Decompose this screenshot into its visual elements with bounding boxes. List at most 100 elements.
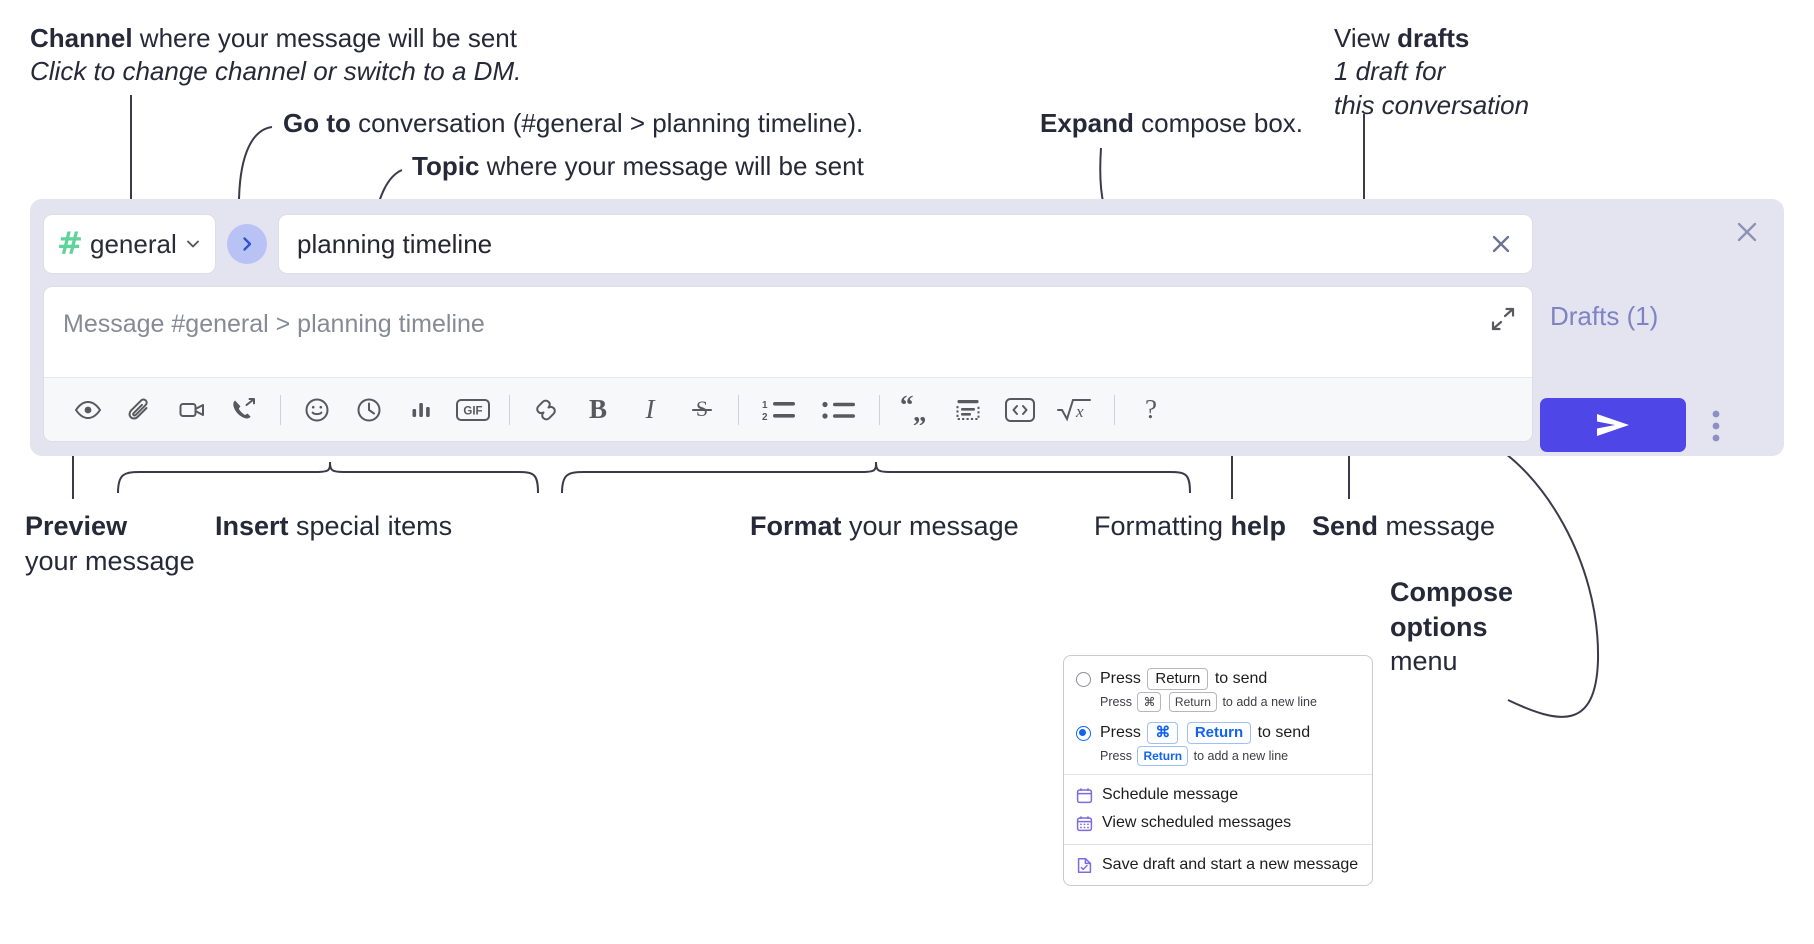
annotation-goto-bold: Go to <box>283 108 351 138</box>
send-option-return[interactable]: Press Return to send <box>1064 666 1372 690</box>
key-return: Return <box>1186 722 1252 744</box>
gif-icon: GIF <box>456 398 490 421</box>
strikethrough-button[interactable]: S <box>676 387 728 433</box>
annotation-send-rest: message <box>1378 511 1496 541</box>
annotation-topic: Topic where your message will be sent <box>412 150 864 183</box>
annotation-help-bold: help <box>1230 511 1287 541</box>
square-root-icon: x <box>1057 398 1091 422</box>
question-mark-icon: ? <box>1145 394 1157 424</box>
phone-forward-icon <box>233 397 255 418</box>
bar-chart-icon <box>412 402 430 417</box>
code-icon <box>1005 397 1035 422</box>
menu-item-schedule-message[interactable]: Schedule message <box>1064 781 1372 809</box>
strikethrough-icon: S <box>692 396 712 421</box>
radio-selected-icon[interactable] <box>1076 726 1091 741</box>
paper-plane-icon <box>1597 414 1629 436</box>
send-option-cmd-return[interactable]: Press ⌘ Return to send <box>1064 720 1372 744</box>
annotation-compose-options: Compose options menu <box>1390 575 1513 679</box>
annotation-topic-bold: Topic <box>412 151 480 181</box>
svg-text:„: „ <box>913 397 927 425</box>
annotation-send-bold: Send <box>1312 511 1379 541</box>
attach-button[interactable] <box>114 387 166 433</box>
annotation-format: Format your message <box>750 509 1019 544</box>
message-placeholder: Message #general > planning timeline <box>63 310 485 338</box>
key-return: Return <box>1147 668 1209 690</box>
annotation-expand: Expand compose box. <box>1040 107 1303 140</box>
huddle-button[interactable] <box>218 387 270 433</box>
send-button[interactable] <box>1540 398 1686 452</box>
annotation-compose-options-bold1: Compose <box>1390 577 1514 607</box>
annotation-drafts-normal: View <box>1334 23 1398 53</box>
compose-right-column: Drafts (1) <box>1540 213 1762 452</box>
bulleted-list-button[interactable] <box>809 387 869 433</box>
bold-button[interactable]: B <box>572 387 624 433</box>
channel-selector[interactable]: # general <box>43 214 216 274</box>
reminder-button[interactable] <box>343 387 395 433</box>
goto-conversation-button[interactable] <box>227 224 267 264</box>
svg-text:“: “ <box>900 395 914 420</box>
message-input-area[interactable]: Message #general > planning timeline <box>43 286 1533 442</box>
blockquote-button[interactable]: “„ <box>890 387 942 433</box>
key-return: Return <box>1137 746 1189 766</box>
svg-text:x: x <box>1075 402 1084 421</box>
option-prefix: Press <box>1100 724 1141 741</box>
menu-item-label: View scheduled messages <box>1102 814 1292 831</box>
svg-text:GIF: GIF <box>463 405 482 417</box>
help-button[interactable]: ? <box>1125 387 1177 433</box>
topic-value: planning timeline <box>297 228 493 259</box>
expand-icon[interactable] <box>1489 305 1517 333</box>
close-icon[interactable] <box>1486 229 1516 259</box>
code-block-icon <box>956 399 980 420</box>
italic-icon: I <box>645 394 655 424</box>
annotation-drafts: View drafts 1 draft for this conversatio… <box>1334 22 1529 122</box>
annotation-channel-rest: where your message will be sent <box>132 23 517 53</box>
menu-item-save-draft[interactable]: Save draft and start a new message <box>1064 851 1372 879</box>
separator-1 <box>280 394 281 425</box>
more-vertical-icon[interactable] <box>1703 409 1729 443</box>
eye-icon <box>74 400 102 419</box>
separator-5 <box>1114 394 1115 425</box>
send-option-return-sub: Press ⌘ Return to add a new line <box>1100 692 1372 712</box>
bold-icon: B <box>588 394 607 424</box>
svg-text:1: 1 <box>762 400 768 411</box>
quote-icon: “„ <box>900 395 927 425</box>
formatting-toolbar: GIF B I S <box>44 377 1532 441</box>
kebab-dots <box>1712 410 1720 442</box>
svg-text:2: 2 <box>762 412 768 423</box>
annotation-channel: Channel where your message will be sent … <box>30 22 521 89</box>
compose-header-row: # general planning timeline <box>43 213 1533 275</box>
key-command: ⌘ <box>1137 692 1162 712</box>
video-button[interactable] <box>166 387 218 433</box>
channel-name-label: general <box>89 228 177 259</box>
smiley-icon <box>305 398 329 421</box>
italic-button[interactable]: I <box>624 387 676 433</box>
compose-box: # general planning timeline M <box>30 199 1784 456</box>
video-camera-icon <box>179 402 204 417</box>
preview-button[interactable] <box>62 387 114 433</box>
radio-unselected-icon[interactable] <box>1076 672 1091 687</box>
annotation-goto: Go to conversation (#general > planning … <box>283 107 863 140</box>
poll-button[interactable] <box>395 387 447 433</box>
sub-suffix: to add a new line <box>1193 749 1289 763</box>
menu-item-view-scheduled[interactable]: View scheduled messages <box>1064 809 1372 837</box>
chevron-right-icon <box>243 237 252 251</box>
topic-input[interactable]: planning timeline <box>278 214 1533 274</box>
drafts-link[interactable]: Drafts (1) <box>1550 301 1659 331</box>
link-button[interactable] <box>520 387 572 433</box>
code-block-button[interactable] <box>942 387 994 433</box>
gif-button[interactable]: GIF <box>447 387 499 433</box>
option-suffix: to send <box>1257 724 1311 741</box>
math-button[interactable]: x <box>1046 387 1104 433</box>
code-button[interactable] <box>994 387 1046 433</box>
separator-2 <box>509 394 510 425</box>
close-icon[interactable] <box>1732 217 1762 247</box>
key-command: ⌘ <box>1147 722 1179 744</box>
menu-item-label: Save draft and start a new message <box>1102 856 1359 873</box>
annotation-send: Send message <box>1312 509 1495 544</box>
annotation-drafts-italic1: 1 draft for <box>1334 56 1446 87</box>
send-option-return-line: Press Return to send <box>1100 668 1267 690</box>
compose-main-column: # general planning timeline M <box>43 213 1533 442</box>
emoji-button[interactable] <box>291 387 343 433</box>
